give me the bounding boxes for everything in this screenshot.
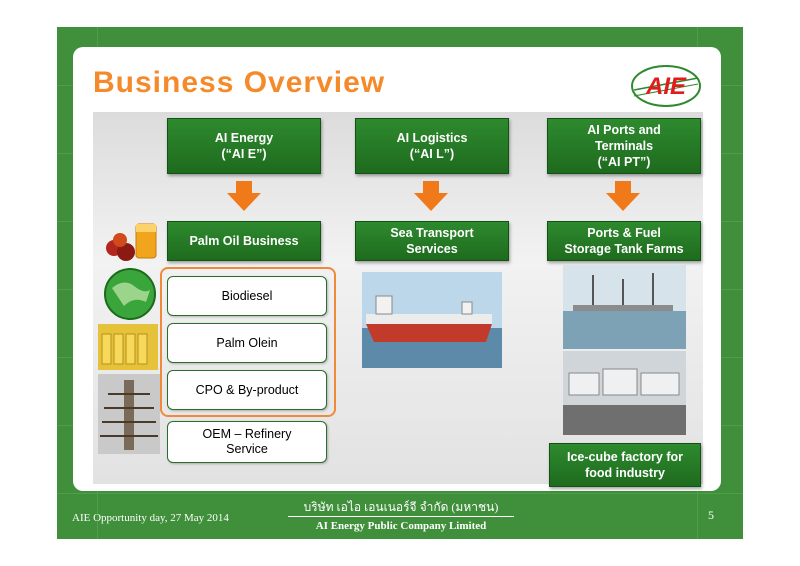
palm-fruit-image [106,223,157,261]
ports-fuel-line2: Storage Tank Farms [564,242,684,256]
cpo-label: CPO & By-product [195,382,299,397]
palm-olein-box: Palm Olein [167,323,327,363]
ai-energy-name: AI Energy [214,131,274,145]
ai-energy-abbr: (“AI E”) [221,147,267,161]
palm-oil-box: Palm Oil Business [167,221,321,261]
ai-logistics-abbr: (“AI L”) [409,147,455,161]
ports-fuel-box: Ports & Fuel Storage Tank Farms [547,221,701,261]
palm-olein-label: Palm Olein [216,335,278,350]
biodiesel-box: Biodiesel [167,276,327,316]
products-group [160,267,336,417]
biodiesel-label: Biodiesel [221,288,273,303]
footer-company-en: AI Energy Public Company Limited [315,520,487,532]
cpo-box: CPO & By-product [167,370,327,410]
palm-oil-label: Palm Oil Business [189,234,299,248]
oem-line2: Service [226,442,268,456]
ai-energy-box: AI Energy (“AI E”) [167,118,321,174]
globe-image [104,268,156,320]
tanker-ship-image [362,272,502,368]
oil-bottles-image [98,324,158,370]
ai-logistics-name: AI Logistics [396,131,468,145]
sea-transport-box: Sea Transport Services [355,221,509,261]
slide-title: Business Overview [93,66,386,99]
ice-cube-line1: Ice-cube factory for [566,450,683,464]
footer-divider [288,516,514,517]
footer-event: AIE Opportunity day, 27 May 2014 [72,512,229,524]
arrow-down-icon [227,181,261,211]
ai-ports-line1: AI Ports and [587,123,661,137]
oem-refinery-box: OEM – Refinery Service [167,421,327,463]
page-number: 5 [708,508,714,522]
logo-text: AIE [645,73,687,100]
ai-ports-line2: Terminals [594,139,654,153]
sea-transport-line2: Services [406,242,458,256]
storage-tank-image [563,351,686,435]
ai-logistics-box: AI Logistics (“AI L”) [355,118,509,174]
ice-cube-box: Ice-cube factory for food industry [549,443,701,487]
arrow-down-icon [606,181,640,211]
ice-cube-line2: food industry [585,466,665,480]
port-terminal-image [563,265,686,349]
ai-ports-box: AI Ports and Terminals (“AI PT”) [547,118,701,174]
refinery-plant-image [98,374,160,454]
ai-ports-abbr: (“AI PT”) [597,155,651,169]
arrow-down-icon [414,181,448,211]
oem-line1: OEM – Refinery [202,427,292,441]
aie-logo: AIE [630,60,701,110]
footer-company-thai: บริษัท เอไอ เอนเนอร์จี จำกัด (มหาชน) [303,500,499,514]
ports-fuel-line1: Ports & Fuel [587,226,661,240]
sea-transport-line1: Sea Transport [390,226,474,240]
